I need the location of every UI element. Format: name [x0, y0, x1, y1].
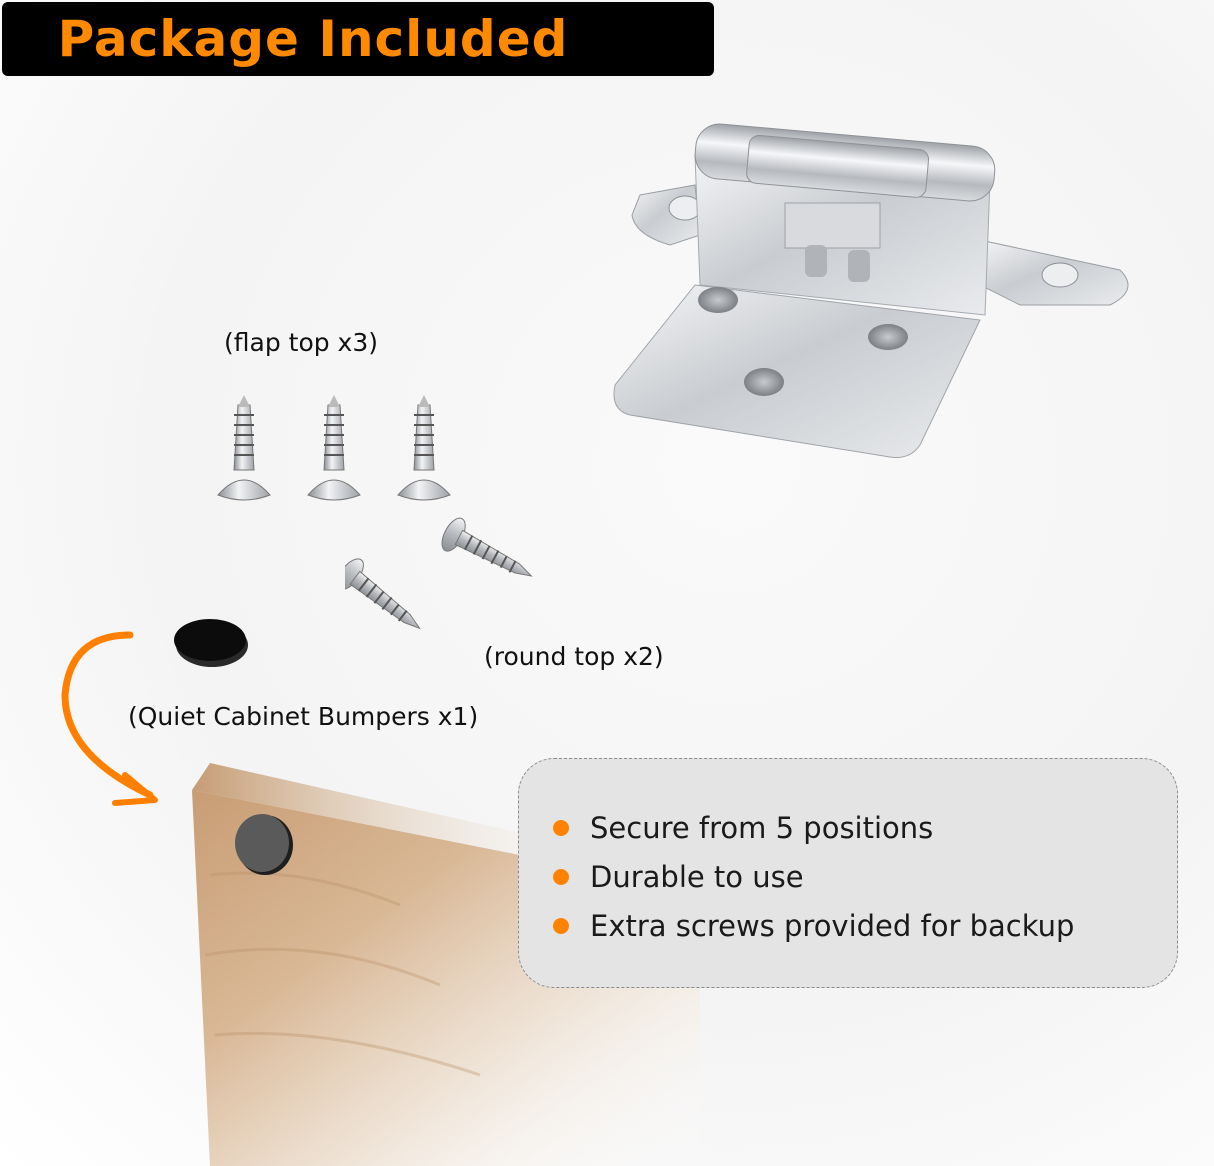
title-banner: Package Included: [2, 2, 714, 76]
page-title: Package Included: [57, 10, 569, 68]
bumper-pad-icon: [174, 619, 248, 667]
feature-text: Secure from 5 positions: [590, 810, 934, 845]
curved-arrow-icon: [61, 631, 158, 806]
flat-head-screw-icon: [217, 395, 451, 501]
feature-item: Extra screws provided for backup: [553, 901, 1074, 950]
flap-screws-label: (flap top x3): [224, 328, 379, 357]
bullet-dot-icon: [553, 819, 569, 836]
bullet-dot-icon: [553, 868, 569, 885]
round-head-screw-icon: [345, 517, 533, 630]
feature-item: Durable to use: [553, 852, 1074, 901]
feature-text: Extra screws provided for backup: [590, 908, 1075, 943]
bumper-label: (Quiet Cabinet Bumpers x1): [128, 702, 479, 731]
round-screws-label: (round top x2): [484, 642, 664, 671]
bullet-dot-icon: [553, 917, 569, 934]
feature-item: Secure from 5 positions: [553, 803, 1074, 852]
feature-text: Durable to use: [590, 859, 804, 894]
feature-list: Secure from 5 positions Durable to use E…: [553, 803, 1074, 950]
cabinet-hinge-icon: [613, 123, 1129, 458]
feature-callout-box: Secure from 5 positions Durable to use E…: [518, 758, 1178, 988]
